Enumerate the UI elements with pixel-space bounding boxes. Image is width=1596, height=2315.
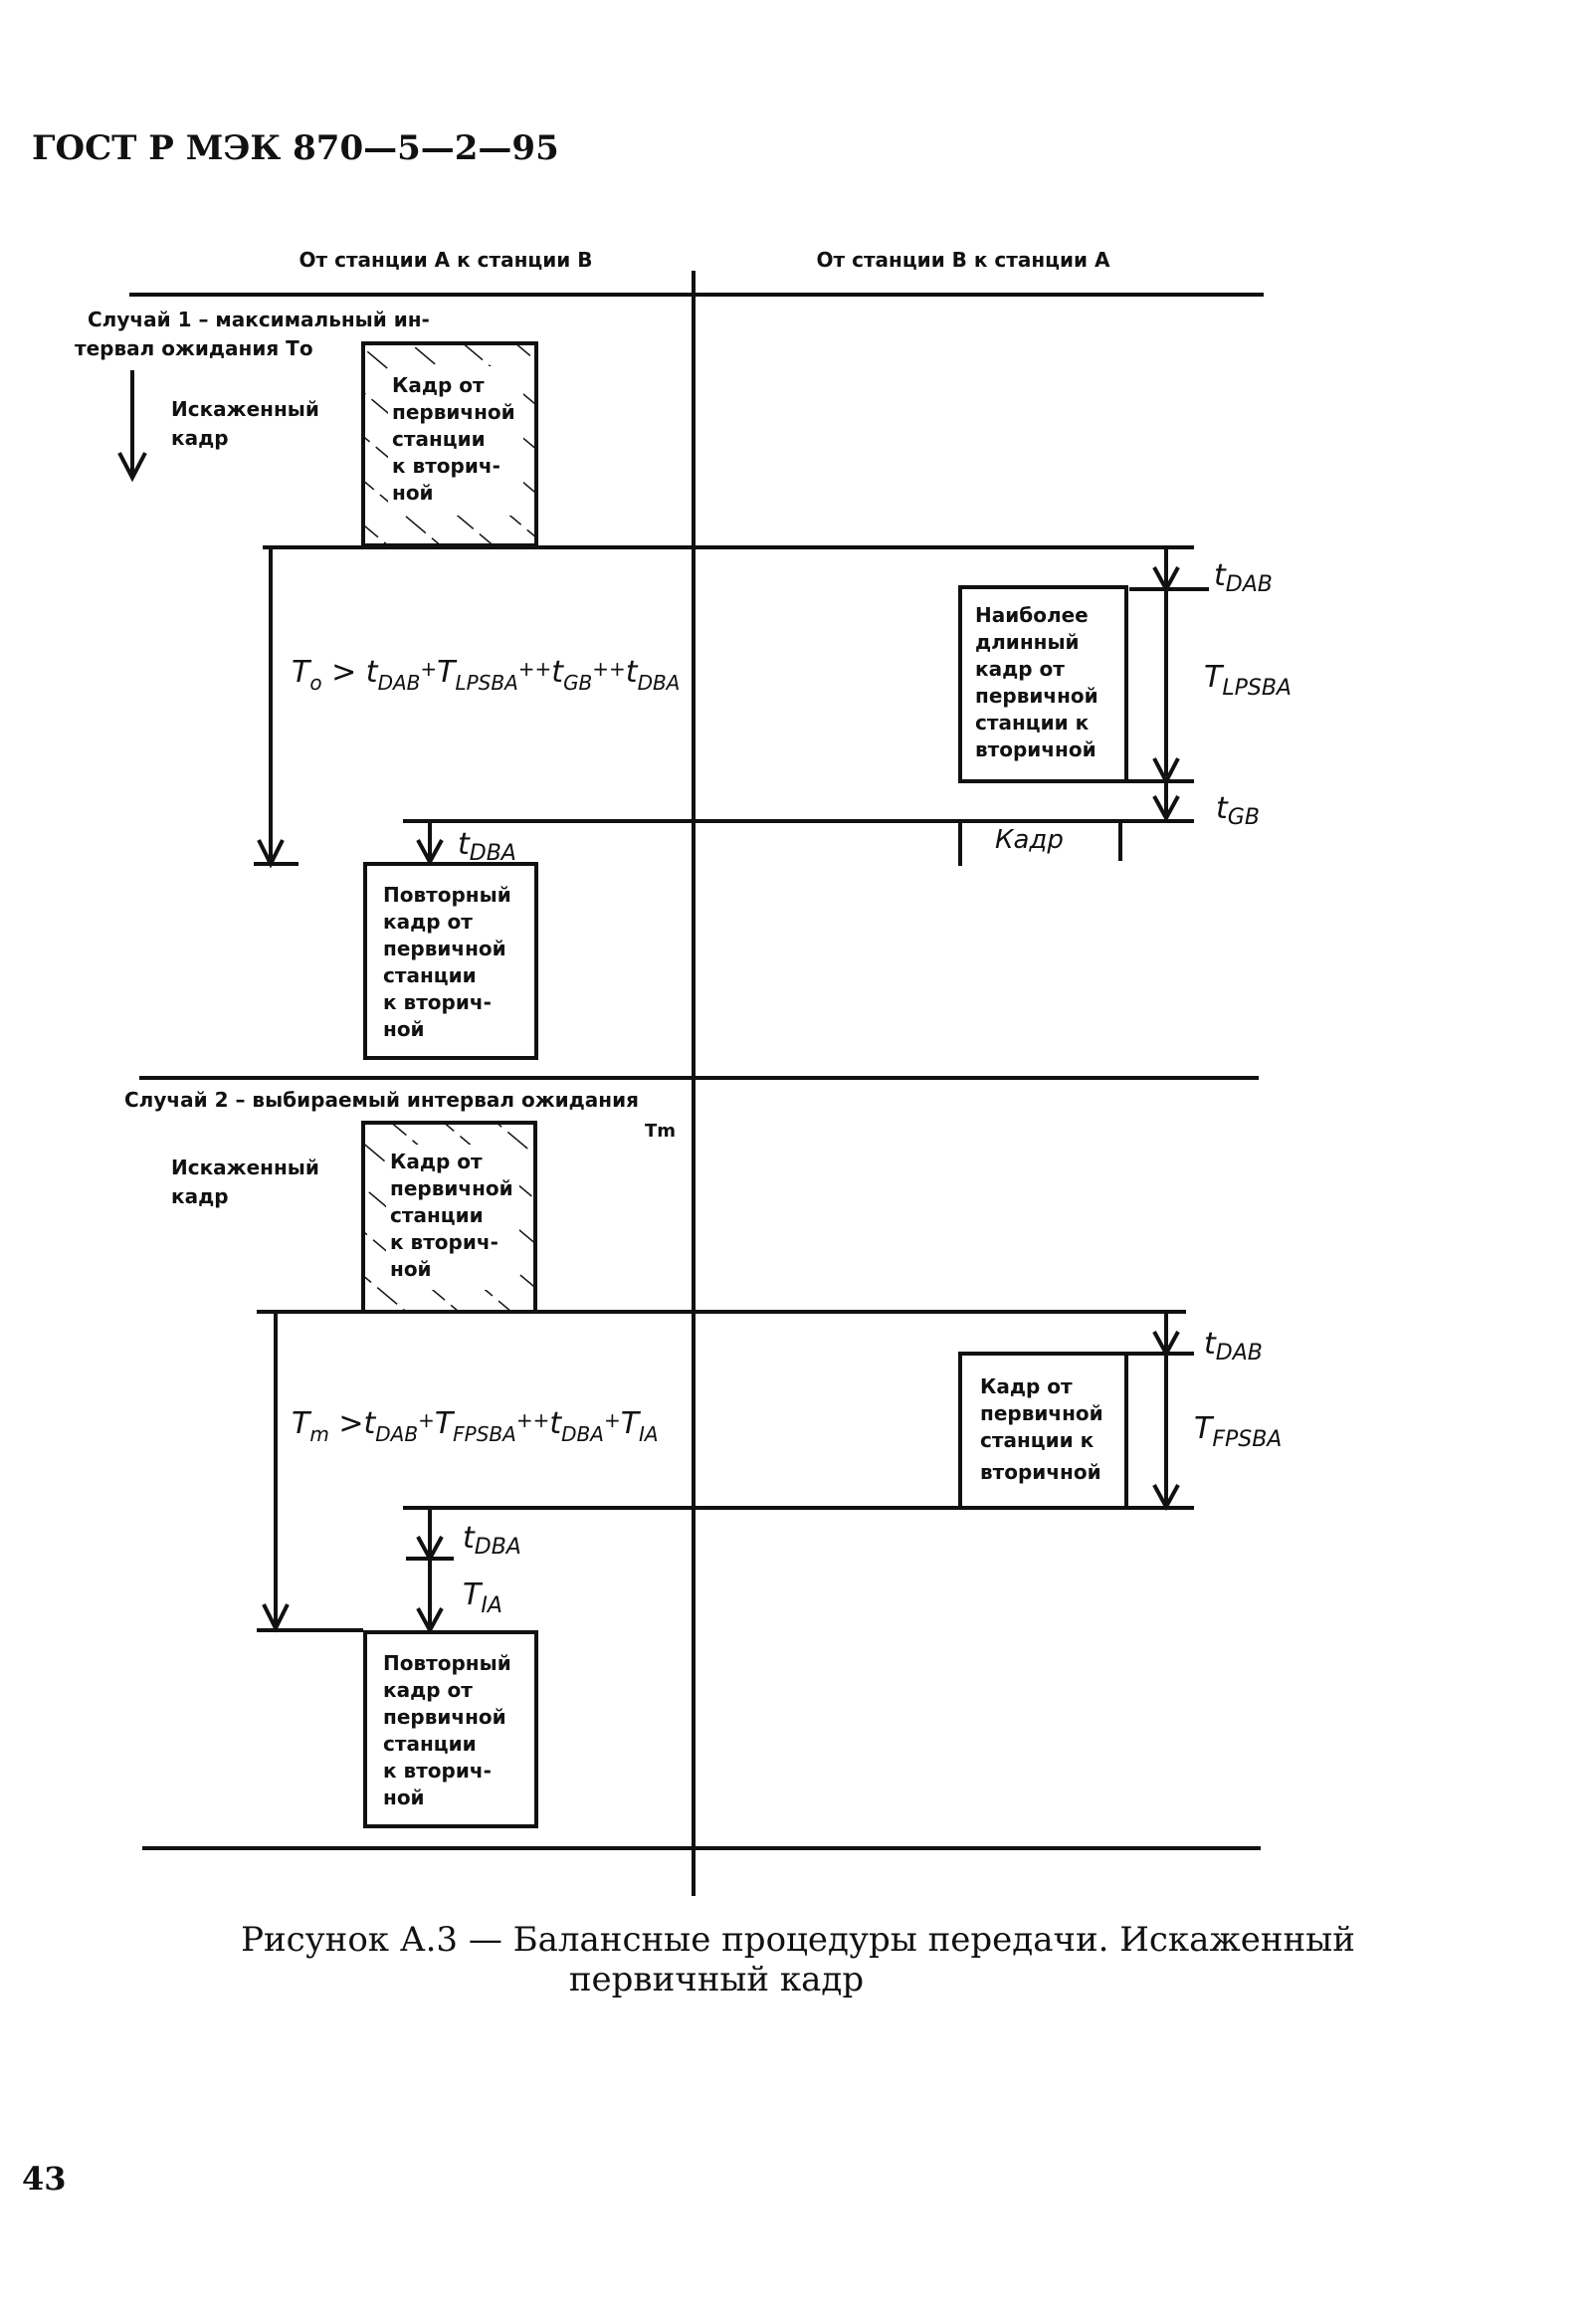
case2-frame-line3: станции [390,1203,484,1227]
case2-frame-line1: Кадр от [390,1150,483,1173]
case1-longest-line3: кадр от [975,657,1065,681]
case1-frame-line4: к вторич- [392,454,500,478]
case2-repeat-line5: к вторич- [383,1759,492,1783]
case2-frame-line2: первичной [390,1176,513,1200]
case2-title-line2: Tm [645,1121,676,1142]
case2-frame-text-bg [386,1145,519,1290]
case2-repeat-frame-box [363,1630,538,1828]
case1-distorted-line2: кадр [171,426,229,450]
case1-frame-line3: станции [392,427,486,451]
case2-formula: Tm >tDAB+TFPSBA++tDBA+TIA [292,1406,659,1446]
case1-frame-line1: Кадр от [392,373,485,397]
case1-longest-frame-box [958,585,1128,783]
case1-tgb-arrowhead [1152,795,1180,823]
case1-label-tdab: tDAB [1214,558,1273,597]
case2-repeat-line1: Повторный [383,1651,511,1675]
case1-repeat-line5: к вторич- [383,990,492,1014]
case1-frame-line5: ной [392,481,434,505]
case2-frame-line5: ной [390,1257,432,1281]
case1-label-tlpsba: TLPSBA [1204,660,1292,701]
case2-reply-line1: Кадр от [980,1374,1073,1398]
case1-repeat-line2: кадр от [383,910,473,934]
case1-frame-line2: первичной [392,400,515,424]
case2-label-tdba: tDBA [463,1521,521,1560]
case2-repeat-line4: станции [383,1732,477,1756]
case2-repeat-line2: кадр от [383,1678,473,1702]
caption-line2: первичный кадр [569,1960,864,1999]
case1-longest-line1: Наиболее [975,603,1089,627]
case2-label-tfpsba: TFPSBA [1194,1411,1282,1452]
case1-label-kadr: Кадр [995,825,1064,855]
case2-label-tia: TIA [463,1578,502,1618]
case1-frame-text-bg [388,366,523,516]
page-number: 43 [22,2160,67,2198]
case1-distorted-line1: Искаженный [171,397,319,421]
case2-repeat-line6: ной [383,1786,425,1809]
case2-distorted-line1: Искаженный [171,1156,319,1179]
case2-reply-line4: вторичной [980,1460,1101,1484]
case1-longest-line6: вторичной [975,737,1097,761]
case1-repeat-line3: первичной [383,937,506,960]
case2-reply-line2: первичной [980,1401,1103,1425]
column-header-right: От станции В к станции А [817,248,1110,272]
case1-title-line1: Случай 1 – максимальный ин- [88,308,430,331]
case1-repeat-frame-box [363,862,538,1060]
case1-longest-line2: длинный [975,630,1080,654]
case1-longest-line4: первичной [975,684,1098,708]
doc-header: ГОСТ Р МЭК 870—5—2—95 [32,128,559,168]
case2-label-tdab: tDAB [1204,1327,1263,1366]
case1-repeat-line1: Повторный [383,883,511,907]
case1-time-arrowhead [117,452,147,483]
column-header-left: От станции А к станции В [299,248,593,272]
case1-title-line2: тервал ожидания То [75,336,313,360]
case2-reply-line3: станции к [980,1428,1095,1452]
case2-title-line1: Случай 2 – выбираемый интервал ожидания [124,1088,639,1112]
case1-formula: To > tDAB+TLPSBA++tGB++tDBA [292,655,680,695]
case1-label-tgb: tGB [1216,791,1260,830]
case1-label-tdba: tDBA [458,827,516,866]
case1-repeat-line6: ной [383,1017,425,1041]
case2-distorted-line2: кадр [171,1184,229,1208]
case2-frame-line4: к вторич- [390,1230,499,1254]
case1-repeat-line4: станции [383,963,477,987]
case2-repeat-line3: первичной [383,1705,506,1729]
case1-longest-line5: станции к [975,711,1090,735]
caption-line1: Рисунок А.3 — Балансные процедуры переда… [241,1920,1355,1960]
